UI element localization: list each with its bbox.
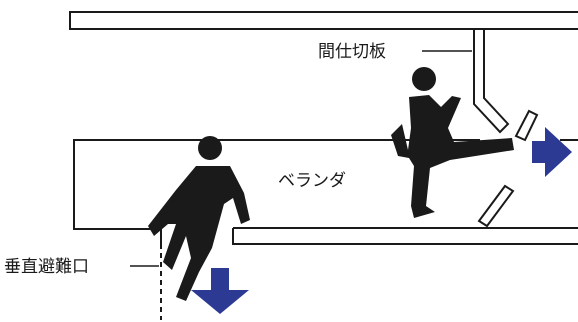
label-balcony: ベランダ xyxy=(278,171,346,191)
descending-person-body xyxy=(148,166,250,301)
kicking-person-body xyxy=(391,95,514,218)
arrow-down-icon xyxy=(191,268,249,314)
partition-fragment-bottom xyxy=(477,184,515,228)
arrow-right-icon xyxy=(532,127,572,177)
partition-fragment-top xyxy=(514,109,539,142)
balcony-floor-slab-lower xyxy=(232,228,578,245)
label-hatch: 垂直避難口 xyxy=(4,257,89,277)
label-partition: 間仕切板 xyxy=(318,42,386,62)
partition-upper-panel xyxy=(473,28,510,134)
kicking-person-figure xyxy=(391,67,514,218)
descending-person-figure xyxy=(148,136,250,301)
descending-person-head xyxy=(198,136,222,160)
upper-floor-slab xyxy=(69,11,578,30)
kicking-person-head xyxy=(412,67,436,91)
